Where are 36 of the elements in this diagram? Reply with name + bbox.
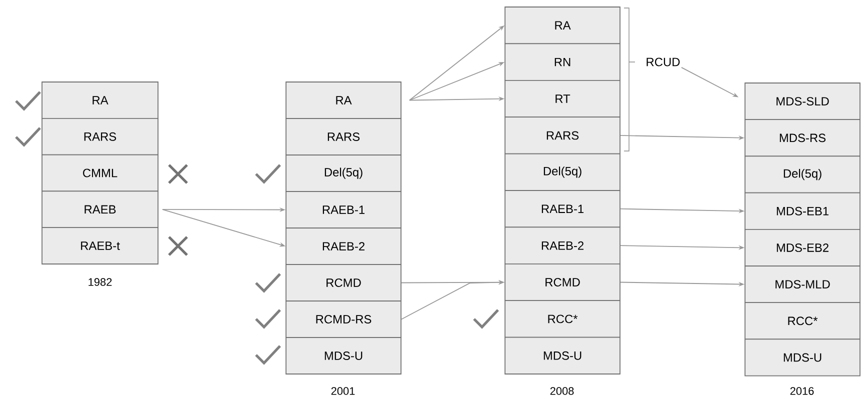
category-box: RARS	[504, 116, 620, 154]
category-box: RT	[504, 80, 620, 118]
category-box: Del(5q)	[744, 156, 860, 194]
category-box: RAEB-2	[286, 228, 402, 265]
category-box: RAEB-2	[504, 226, 620, 264]
category-box: RAEB-t	[42, 227, 158, 264]
category-box: MDS-U	[286, 337, 402, 374]
category-box: RARS	[42, 118, 158, 156]
category-box: MDS-EB2	[744, 228, 860, 266]
category-box: MDS-RS	[744, 119, 860, 157]
category-box: RCC*	[744, 302, 860, 340]
category-box: RA	[286, 82, 402, 119]
category-box: MDS-U	[744, 338, 860, 376]
category-box: RA	[504, 6, 620, 44]
year-label: 1982	[88, 278, 112, 286]
group-label: RCUD	[646, 58, 680, 66]
category-box: Del(5q)	[504, 153, 620, 191]
category-box: RCMD-RS	[286, 300, 402, 338]
category-box: RAEB	[42, 190, 158, 228]
category-box: RCMD	[286, 264, 402, 302]
year-label: 2008	[550, 387, 574, 395]
category-box: Del(5q)	[286, 154, 402, 192]
category-box: MDS-U	[504, 336, 620, 374]
year-label: 2001	[331, 387, 355, 395]
category-box: RCMD	[504, 263, 620, 302]
year-label: 2016	[790, 387, 814, 395]
category-box: MDS-MLD	[744, 266, 860, 304]
category-box: MDS-EB1	[744, 192, 860, 230]
category-box: RCC*	[504, 300, 620, 338]
category-box: RN	[504, 43, 620, 81]
category-box: RARS	[286, 118, 402, 156]
category-box: MDS-SLD	[744, 82, 860, 120]
category-box: CMML	[42, 154, 158, 192]
category-box: RA	[42, 82, 158, 119]
category-box: RAEB-1	[504, 190, 620, 228]
category-box: RAEB-1	[286, 191, 402, 228]
